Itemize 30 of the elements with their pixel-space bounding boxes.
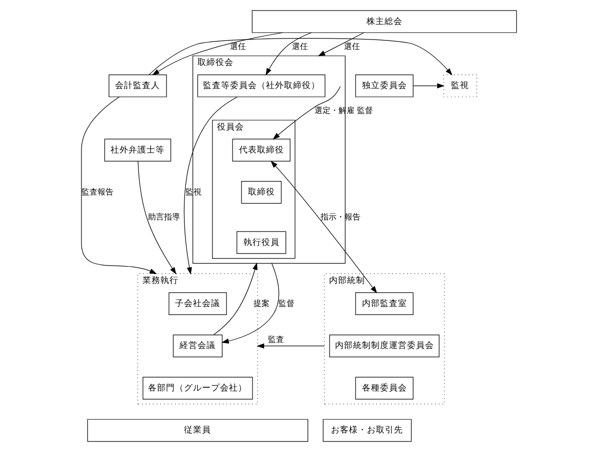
node-box: 独立委員会 xyxy=(354,74,413,98)
node-box: 社外弁護士等 xyxy=(104,138,171,162)
arrow xyxy=(148,38,452,76)
node-box: 株主総会 xyxy=(251,10,516,33)
node-box: 内部監査室 xyxy=(354,292,413,316)
node-box: 監視 xyxy=(442,74,477,98)
node-box: 各部門（グループ会社） xyxy=(142,376,252,400)
arrow xyxy=(412,83,444,88)
node-box: 取締役 xyxy=(240,181,282,204)
arrow xyxy=(270,160,377,294)
node-box: 監査等委員会（社外取締役） xyxy=(196,74,325,98)
node-box: 代表取締役 xyxy=(232,138,290,162)
arrow xyxy=(256,343,324,349)
arrow xyxy=(183,96,237,275)
node-box: 各種委員会 xyxy=(354,376,413,400)
arrow xyxy=(317,32,364,56)
node-box: 会計監査人 xyxy=(108,74,166,98)
node-box: 内部統制制度運営委員会 xyxy=(328,334,439,358)
node-box: 経営会議 xyxy=(172,334,222,358)
node-box: お客様・お取引先 xyxy=(322,419,412,442)
node-box: 執行役員 xyxy=(236,231,286,254)
node-box: 従業員 xyxy=(86,419,308,442)
arrow xyxy=(272,86,340,140)
arrow xyxy=(152,32,283,76)
arrow xyxy=(265,32,312,76)
arrow xyxy=(80,96,156,274)
arrow xyxy=(220,263,279,344)
arrow xyxy=(137,160,176,274)
arrow xyxy=(212,262,257,336)
node-box: 子会社会議 xyxy=(168,292,226,316)
